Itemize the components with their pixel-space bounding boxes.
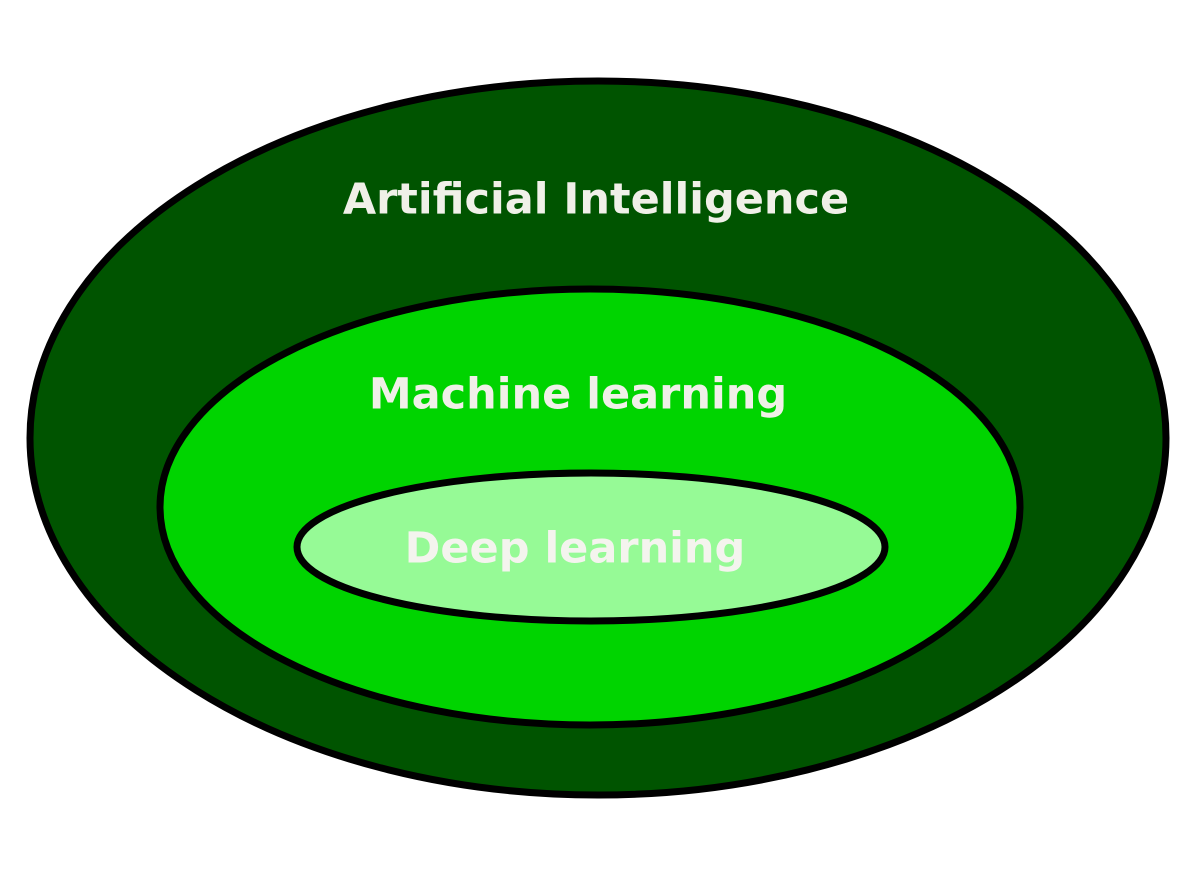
machine-learning-label: Machine learning <box>369 370 787 420</box>
ai-label: Artificial Intelligence <box>343 175 849 225</box>
deep-learning-label: Deep learning <box>405 524 746 574</box>
deep-learning-ellipse <box>293 469 889 625</box>
